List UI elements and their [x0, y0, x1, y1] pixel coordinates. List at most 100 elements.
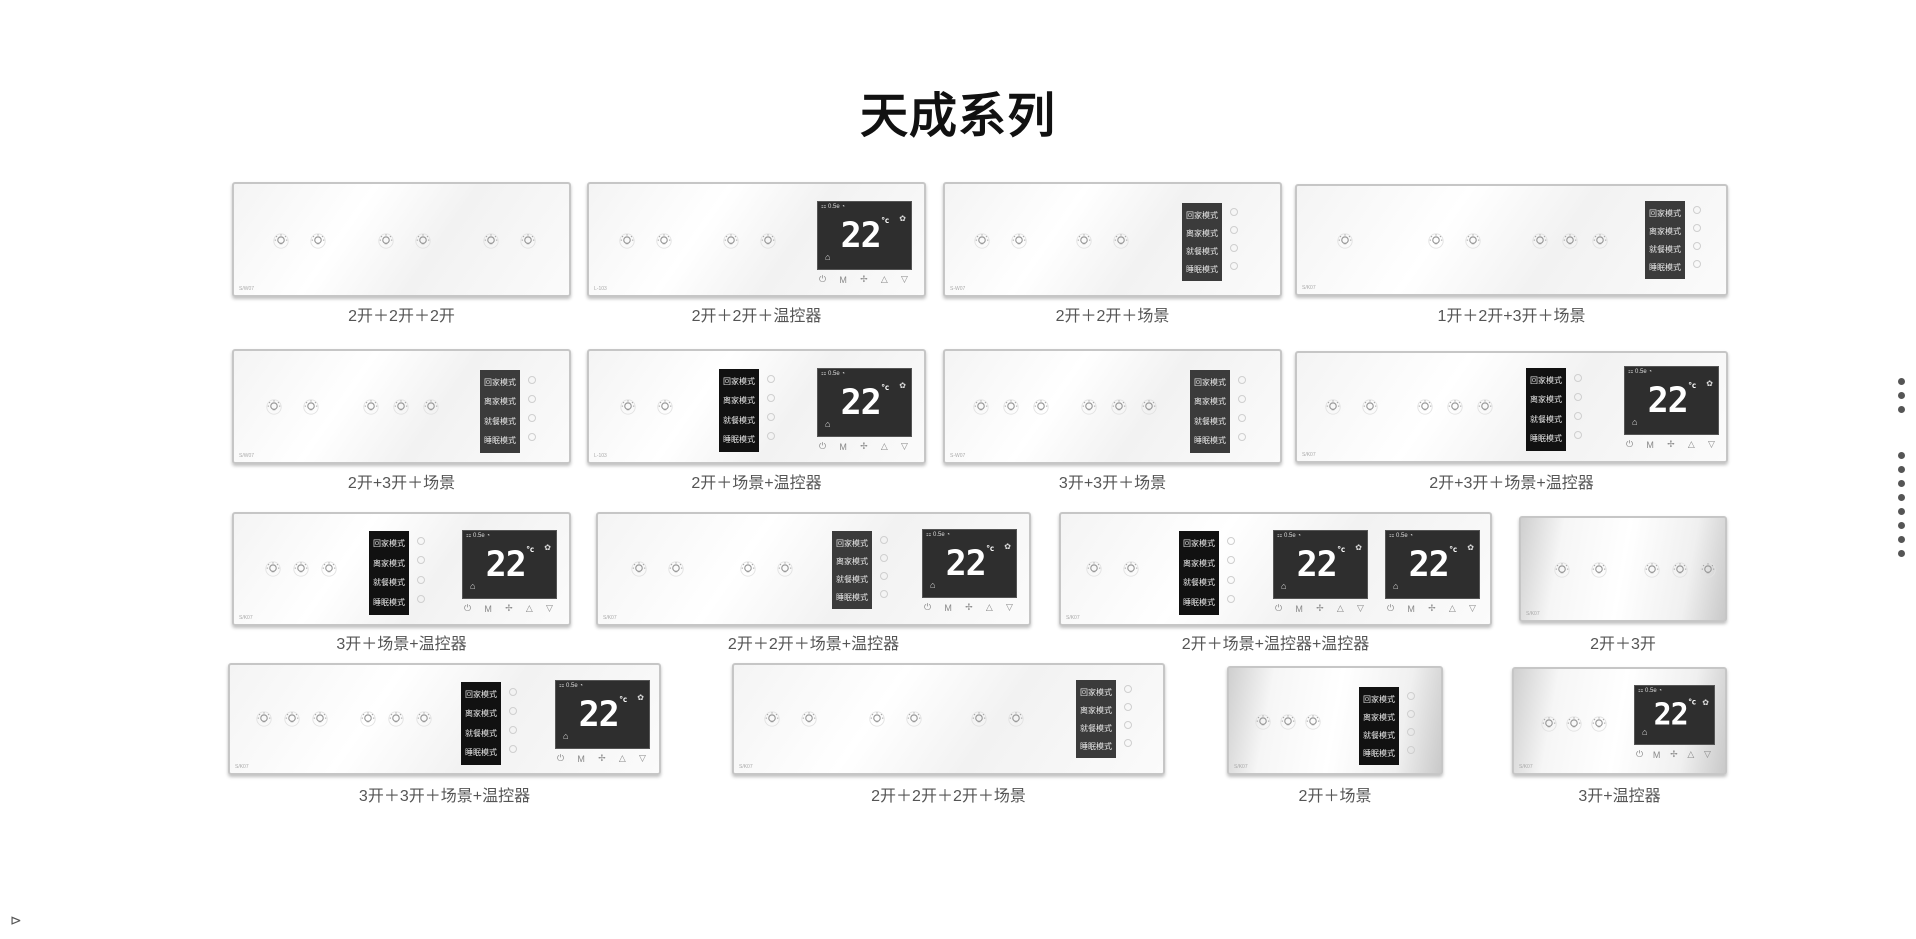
- thermostat-control-icon: ⏻: [1626, 439, 1634, 449]
- scene-mode-label: 离家模式: [1080, 705, 1112, 715]
- scene-mode-label: 回家模式: [1194, 378, 1226, 388]
- light-switch-bulb-icon: [1279, 713, 1297, 731]
- thermostat-display: ⚏ 0.5e ◔22°c⌂✿: [1634, 685, 1715, 745]
- slide-nav-dot[interactable]: [1898, 508, 1905, 515]
- temperature-value: 22: [840, 382, 882, 423]
- panel-model-label: L-103: [594, 453, 607, 459]
- scene-key-dot: [528, 433, 536, 442]
- scene-mode-label: 就餐模式: [723, 415, 755, 425]
- thermostat-control-icon: △: [525, 603, 533, 613]
- temperature-value: 22: [578, 694, 620, 735]
- product-caption: 1开＋2开+3开＋场景: [1437, 308, 1586, 325]
- product-caption: 2开＋2开＋温控器: [691, 308, 822, 325]
- settings-icon: ✿: [637, 693, 644, 702]
- thermostat-display: ⚏ 0.5e ◔22°c⌂✿: [555, 680, 650, 749]
- product-item[interactable]: S/K07⚏ 0.5e ◔22°c⌂✿⏻M✢△▽3开+温控器: [1512, 667, 1727, 808]
- scene-mode-label: 回家模式: [1186, 210, 1218, 220]
- light-switch-bulb-icon: [272, 232, 290, 250]
- collapse-arrow-icon[interactable]: ⊳: [10, 912, 22, 928]
- scene-mode-label: 就餐模式: [1080, 723, 1112, 733]
- thermostat-control-icon: M: [577, 753, 585, 764]
- slide-nav-dot[interactable]: [1898, 536, 1905, 543]
- thermostat-control-icon: M: [1407, 603, 1415, 614]
- slide-nav-dot[interactable]: [1898, 494, 1905, 501]
- product-caption: 2开＋场景+温控器+温控器: [1181, 636, 1370, 653]
- scene-key-dot: [1227, 575, 1235, 584]
- slide-nav-dot[interactable]: [1898, 522, 1905, 529]
- scene-key-dot: [1230, 226, 1238, 234]
- thermostat-control-icon: ✢: [965, 602, 973, 612]
- panel-model-label: S/W07: [239, 453, 255, 459]
- home-icon: ⌂: [1281, 581, 1287, 591]
- slide-nav-dot[interactable]: [1898, 378, 1905, 385]
- scene-mode-label: 睡眠模式: [1186, 264, 1218, 274]
- light-switch-bulb-icon: [414, 232, 432, 250]
- thermostat-display: ⚏ 0.5e ◔22°c⌂✿: [1273, 530, 1368, 599]
- temperature-value: 22: [1653, 697, 1689, 733]
- product-caption: 2开＋场景+温控器: [691, 475, 822, 492]
- light-switch-bulb-icon: [656, 398, 674, 416]
- product-item[interactable]: L-103⚏ 0.5e ◔22°c⌂✿⏻M✢△▽2开＋2开＋温控器: [587, 182, 926, 328]
- scene-mode-label: 回家模式: [465, 690, 497, 700]
- thermostat-temperature: 22°c: [1635, 698, 1714, 733]
- scene-key-dot: [1693, 242, 1701, 250]
- scene-key-dot: [1124, 721, 1132, 729]
- panel-model-label: S/K07: [1234, 764, 1248, 770]
- scene-key-dot: [1574, 412, 1582, 421]
- thermostat-control-icon: ▽: [1469, 603, 1476, 613]
- slide-nav-dot[interactable]: [1898, 406, 1905, 413]
- temperature-unit: °c: [618, 694, 628, 704]
- light-switch-bulb-icon: [362, 398, 380, 416]
- product-caption: 2开+3开＋场景+温控器: [1429, 475, 1594, 492]
- page-title: 天成系列: [859, 88, 1056, 144]
- light-switch-bulb-icon: [655, 232, 673, 250]
- thermostat-status: ⚏ 0.5e ◔: [926, 532, 951, 538]
- scene-key-dot: [1238, 375, 1246, 384]
- thermostat-temperature: 22°c: [1625, 381, 1718, 421]
- slide-nav-dot[interactable]: [1898, 392, 1905, 399]
- light-switch-bulb-icon: [255, 710, 273, 728]
- settings-icon: ✿: [1004, 542, 1011, 551]
- scene-key-dot: [417, 595, 425, 604]
- home-icon: ⌂: [825, 252, 831, 262]
- home-icon: ⌂: [1632, 417, 1638, 427]
- light-switch-bulb-icon: [1007, 710, 1025, 728]
- scene-key-dot: [528, 414, 536, 423]
- scene-mode-list: 回家模式离家模式就餐模式睡眠模式: [1182, 203, 1222, 281]
- scene-mode-label: 回家模式: [836, 538, 868, 548]
- thermostat-control-icon: ⏻: [819, 441, 827, 451]
- slide-nav-dot[interactable]: [1898, 466, 1905, 473]
- thermostat-status: ⚏ 0.5e ◔: [1389, 533, 1414, 539]
- scene-key-dot: [767, 413, 775, 422]
- scene-key-dot: [1693, 206, 1701, 214]
- thermostat-control-icon: ✢: [860, 441, 868, 451]
- slide-nav-dot[interactable]: [1898, 550, 1905, 557]
- scene-key-indicators: [1227, 531, 1235, 609]
- panel-model-label: S/K07: [1519, 764, 1533, 770]
- settings-icon: ✿: [899, 381, 906, 390]
- panel-model-label: S/K07: [1302, 285, 1316, 291]
- temperature-unit: °c: [1687, 697, 1697, 707]
- light-switch-bulb-icon: [1361, 398, 1379, 416]
- scene-mode-label: 睡眠模式: [484, 435, 516, 445]
- slide-nav-dot[interactable]: [1898, 452, 1905, 459]
- light-switch-bulb-icon: [1699, 561, 1717, 579]
- slide-nav-dot[interactable]: [1898, 480, 1905, 487]
- thermostat-control-icon: ⏻: [819, 274, 827, 284]
